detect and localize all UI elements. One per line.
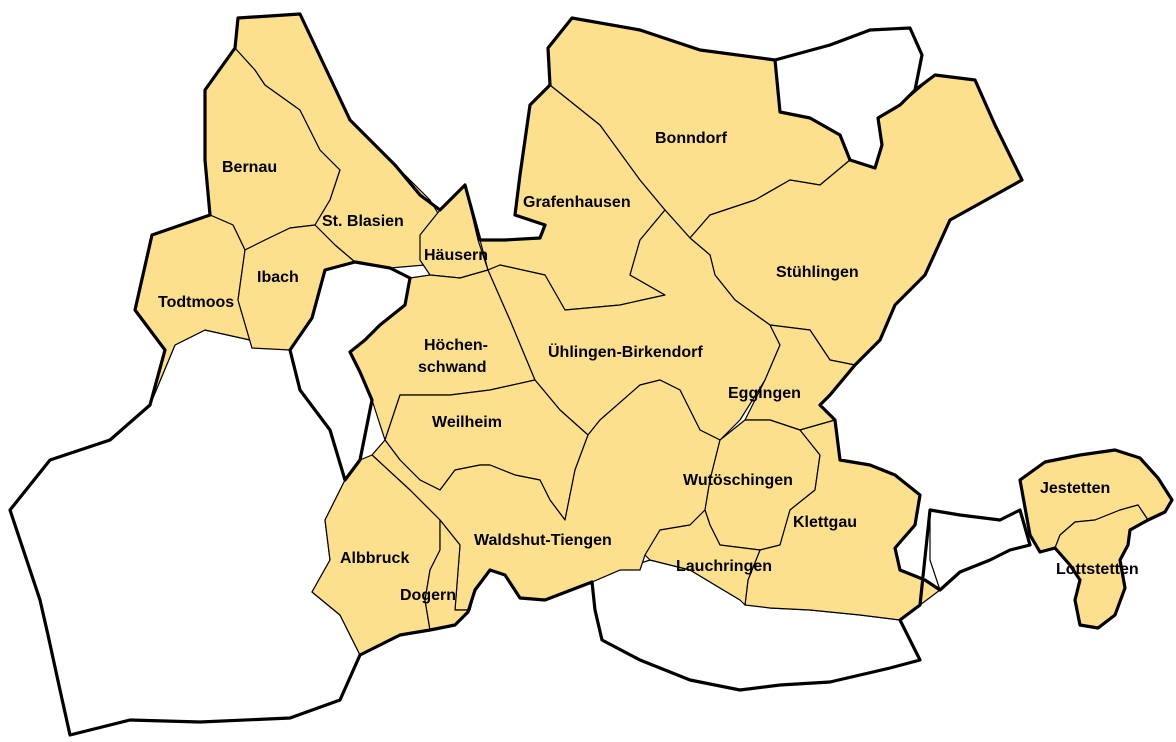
outline-north-gap xyxy=(773,59,917,170)
label-uehlingen-birkendorf: Ühlingen-Birkendorf xyxy=(548,342,703,361)
label-bernau: Bernau xyxy=(222,159,277,176)
district-outline xyxy=(8,12,1174,737)
label-haeusern: Häusern xyxy=(424,247,488,264)
label-albbruck: Albbruck xyxy=(340,550,409,567)
outline-exclave xyxy=(1018,448,1174,630)
label-ibach: Ibach xyxy=(257,269,299,286)
outline-main xyxy=(8,12,1032,737)
label-eggingen: Eggingen xyxy=(728,385,801,402)
label-jestetten: Jestetten xyxy=(1040,480,1110,497)
label-todtmoos: Todtmoos xyxy=(158,294,234,311)
label-lauchringen: Lauchringen xyxy=(676,558,772,575)
label-waldshut-tiengen: Waldshut-Tiengen xyxy=(474,532,612,549)
label-hoechenschwand-2: schwand xyxy=(418,359,486,376)
label-wutoeschingen: Wutöschingen xyxy=(683,472,793,489)
label-klettgau: Klettgau xyxy=(793,514,857,531)
label-stuehlingen: Stühlingen xyxy=(776,264,859,281)
label-weilheim: Weilheim xyxy=(432,414,502,431)
map-labels: Bernau St. Blasien Ibach Todtmoos Häuser… xyxy=(158,130,1139,604)
highlighted-regions xyxy=(134,13,1173,656)
label-grafenhausen: Grafenhausen xyxy=(523,194,631,211)
label-st-blasien: St. Blasien xyxy=(322,213,404,230)
label-lottstetten: Lottstetten xyxy=(1056,561,1139,578)
white-regions xyxy=(9,27,1031,736)
label-hoechenschwand-1: Höchen- xyxy=(424,337,488,354)
label-bonndorf: Bonndorf xyxy=(655,130,728,147)
label-dogern: Dogern xyxy=(400,587,456,604)
outline-inner-gap xyxy=(288,260,412,482)
region-lauchringen[interactable] xyxy=(644,509,761,606)
